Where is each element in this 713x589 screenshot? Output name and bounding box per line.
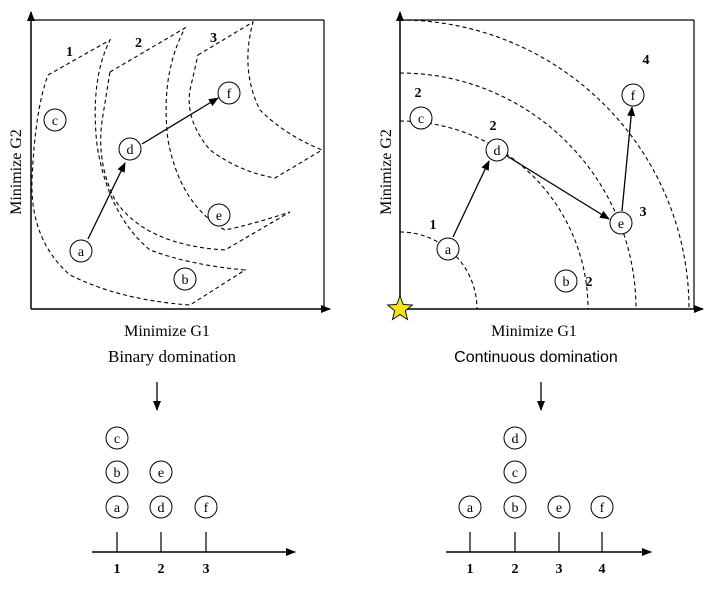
left-node: d [118,137,142,161]
left-node: e [207,203,231,227]
right-node: e [609,211,633,235]
left-stack-node: a [105,495,129,519]
right-node-rank: 1 [430,218,437,233]
right-contour-2 [399,120,589,310]
right-node-rank: 4 [643,53,650,68]
left-front-3 [188,20,324,179]
left-stack-node: d [149,495,173,519]
right-rank-label: 4 [599,562,606,577]
svg-text:c: c [418,112,424,127]
right-node-rank: 2 [415,86,422,101]
svg-text:d: d [127,143,134,158]
left-stack-node: c [105,426,129,450]
svg-text:b: b [563,275,570,290]
right-stack-node: d [503,426,527,450]
left-x-axis-label: Minimize G1 [124,323,210,340]
svg-text:d: d [158,501,165,516]
svg-text:b: b [182,273,189,288]
svg-text:e: e [158,466,164,481]
right-node-rank: 3 [640,205,647,220]
right-rank-label: 2 [512,562,519,577]
right-panel: c 2 d 2 f 4 e 3 a 1 b 2 Minimi [378,11,704,577]
right-stack-node: f [590,495,614,519]
left-front-label: 3 [210,31,217,46]
right-caption: Continuous domination [454,349,618,366]
svg-text:d: d [512,432,519,447]
right-arrow-e-f [621,106,636,212]
svg-text:b: b [114,466,121,481]
right-rank-label: 1 [467,562,474,577]
right-stack-node: e [547,495,571,519]
svg-text:a: a [114,501,121,516]
right-node: f [621,83,645,107]
right-node: c [409,106,433,130]
right-node-rank: 2 [490,119,497,134]
svg-text:d: d [494,144,501,159]
right-x-axis-label: Minimize G1 [491,323,577,340]
right-node: d [485,138,509,162]
left-front-label: 1 [66,45,73,60]
svg-text:f: f [204,501,209,516]
right-rank-label: 3 [556,562,563,577]
svg-text:f: f [631,89,636,104]
right-node: a [436,237,460,261]
right-contour-3 [399,72,637,310]
left-stack-node: e [149,460,173,484]
right-contour-4 [399,19,690,310]
left-node: a [69,239,93,263]
star-icon [386,294,414,321]
svg-text:c: c [114,432,120,447]
svg-text:a: a [467,501,474,516]
right-y-axis-label: Minimize G2 [378,129,395,215]
left-front-1 [31,38,247,306]
left-arrow-d-f [141,97,219,145]
svg-text:a: a [78,245,85,260]
left-arrow-a-d [87,162,126,240]
svg-text:e: e [618,217,624,232]
left-node: f [217,81,241,105]
right-stack-node: b [503,495,527,519]
left-rank-label: 2 [158,562,165,577]
svg-text:e: e [216,209,222,224]
svg-text:c: c [512,466,518,481]
left-panel: 1 2 3 c d f e a b Mini [8,11,331,577]
svg-text:f: f [600,501,605,516]
left-caption: Binary domination [108,347,236,366]
right-node-rank: 2 [586,275,593,290]
right-rank-stacks: a d c b e f [458,426,614,519]
left-stack-node: b [105,460,129,484]
left-front-label: 2 [135,36,142,51]
right-stack-node: a [458,495,482,519]
right-node: b [554,269,578,293]
left-rank-label: 1 [114,562,121,577]
right-stack-node: c [503,460,527,484]
left-node: c [43,108,67,132]
left-rank-label: 3 [203,562,210,577]
right-arrow-d-e [506,155,610,220]
svg-text:e: e [556,501,562,516]
svg-text:f: f [227,87,232,102]
right-arrow-a-d [452,160,490,238]
left-stack-node: f [194,495,218,519]
left-node: b [173,267,197,291]
left-y-axis-label: Minimize G2 [8,129,25,215]
svg-text:a: a [445,243,452,258]
right-contour-1 [399,231,478,310]
svg-text:c: c [52,114,58,129]
svg-text:b: b [512,501,519,516]
left-rank-stacks: c b a e d f [105,426,218,519]
